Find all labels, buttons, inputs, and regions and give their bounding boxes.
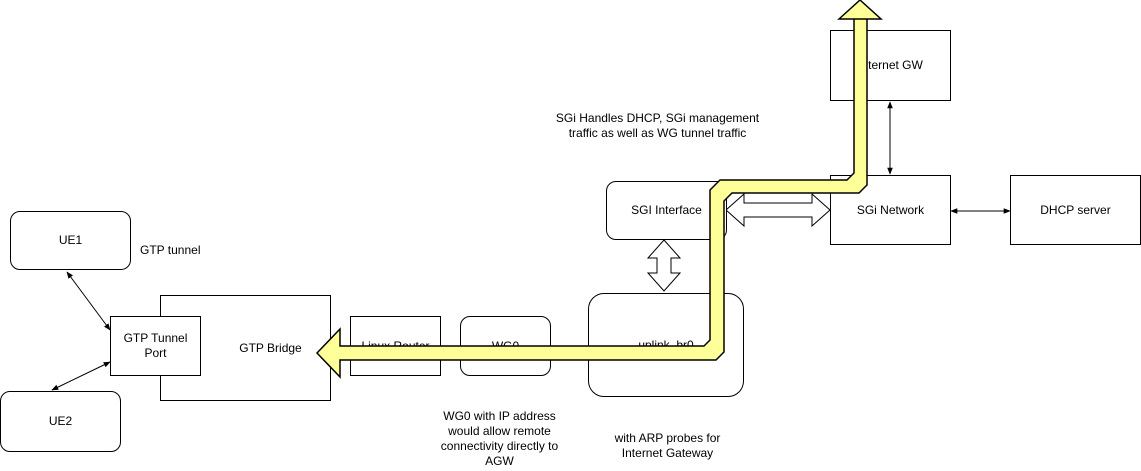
ue1-to-tunnel-port-arrow — [66, 271, 111, 331]
internet-gw-label: Internet GW — [858, 58, 923, 72]
wg-tunnel-traffic-path — [315, 14, 868, 379]
sgi-interface-node: SGI Interface — [606, 181, 727, 240]
ue2-to-tunnel-port-arrow — [51, 361, 111, 391]
dhcp-server-label: DHCP server — [1040, 202, 1111, 217]
sgi-handles-note: SGi Handles DHCP, SGi management traffic… — [555, 111, 760, 140]
ue2-label: UE2 — [48, 414, 73, 428]
gtp-bridge-label: GTP Bridge — [239, 340, 302, 355]
dhcp-server-node: DHCP server — [1010, 175, 1141, 245]
sgi-interface-label: SGI Interface — [631, 203, 702, 217]
ue2-node: UE2 — [0, 391, 121, 452]
gtp-tunnel-note: GTP tunnel — [140, 243, 201, 257]
ue1-label: UE1 — [58, 233, 83, 247]
ue1-node: UE1 — [10, 211, 131, 270]
internet-gw-node: Internet GW — [830, 30, 951, 101]
sgi-network-label: SGi Network — [856, 202, 925, 217]
arp-probes-note: with ARP probes for Internet Gateway — [614, 431, 721, 460]
wg0-ip-note: WG0 with IP address would allow remote c… — [440, 409, 559, 468]
wg-tunnel-traffic-arrowhead — [837, 0, 883, 20]
gtp-tunnel-port-node: GTP Tunnel Port — [110, 316, 201, 376]
gtp-tunnel-port-label: GTP Tunnel Port — [123, 331, 188, 360]
sgi-interface-to-uplink-hollow-arrow — [646, 239, 682, 292]
